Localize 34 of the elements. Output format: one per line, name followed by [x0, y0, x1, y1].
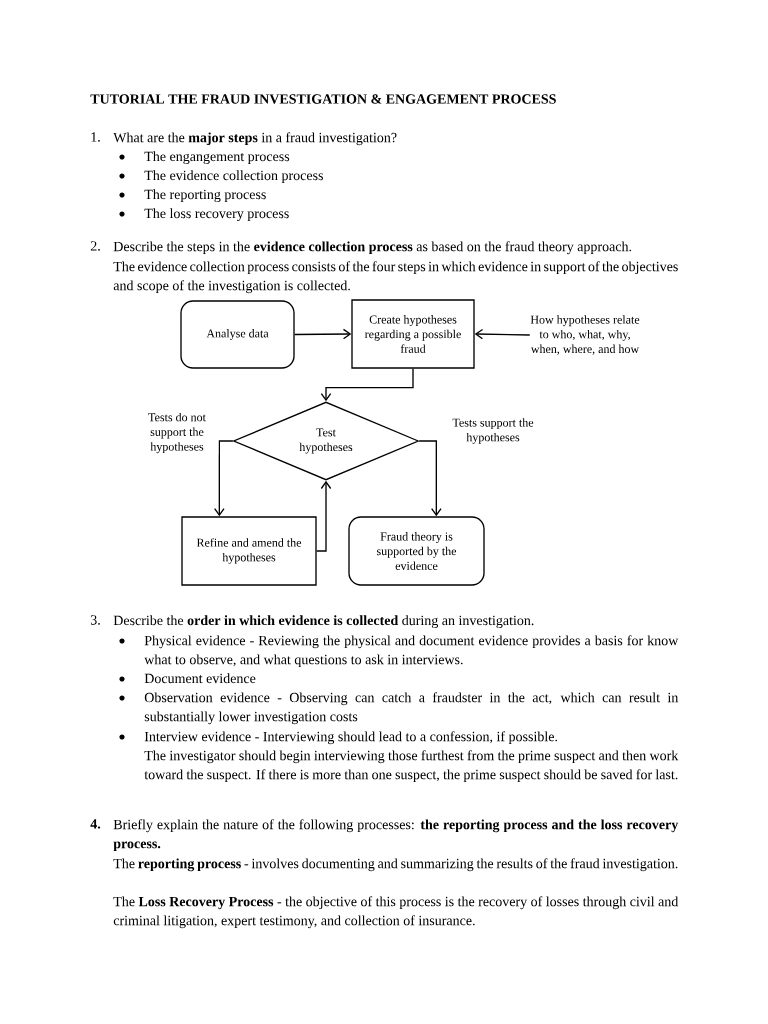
arrow [316, 480, 332, 552]
item-number: 4. [90, 819, 101, 829]
paragraph: Briefly explain the nature of the following processes: the reporting process and the loss recovery process. [113, 819, 679, 852]
paragraph: The investigator should begin interviewing those furthest from the prime suspect and then work toward the suspect. If there is more than one suspect, the prime suspect should be saved for last. [144, 750, 679, 783]
arrow [474, 328, 531, 340]
item-number: 3. [90, 615, 100, 625]
paragraph: Physical evidence - Reviewing the physical and document evidence provides a basis for know what to observe, and what questions to ask in interviews. [144, 635, 679, 668]
process-box: Refine and amend the hypotheses [181, 516, 317, 586]
paragraph: The reporting process - involves documenting and summarizing the results of the fraud investigation. [113, 858, 678, 872]
edge-label: Tests support the hypotheses [444, 416, 542, 446]
item-number: 1. [91, 132, 100, 142]
arrow [320, 368, 414, 402]
paragraph: Describe the steps in the evidence collection process as based on the fraud theory approach. [113, 241, 632, 255]
paragraph: Interview evidence - Interviewing should lead to a confession, if possible. [144, 731, 558, 745]
item-number: 2. [90, 241, 100, 251]
process-box: Create hypotheses regarding a possible fraud [351, 299, 475, 369]
arrow [418, 440, 442, 517]
process-box: Analyse data [180, 300, 295, 369]
edge-label: Tests do not support the hypotheses [135, 411, 219, 455]
paragraph: Document evidence [144, 673, 256, 684]
paragraph: The loss recovery process [144, 208, 289, 221]
paragraph: The evidence collection process [144, 170, 323, 183]
arrow [294, 328, 352, 340]
paragraph: The engangement process [144, 151, 290, 164]
paragraph: Observation evidence - Observing can catch a fraudster in the act, which can result in substantially lower investigation costs [144, 692, 679, 725]
paragraph: The reporting process [144, 189, 266, 202]
paragraph: Describe the order in which evidence is collected during an investigation. [113, 615, 534, 628]
process-box: Fraud theory is supported by the evidence [348, 516, 485, 586]
arrow [214, 440, 234, 517]
paragraph: The evidence collection process consists of the four steps in which evidence in support of the objectives and scope of the investigation is collected. [113, 261, 678, 294]
paragraph: What are the major steps in a fraud investigation? [113, 132, 397, 146]
paragraph: The Loss Recovery Process - the objective of this process is the recovery of losses through civil and criminal litigation, expert testimony, and collection of insurance. [113, 896, 679, 929]
note-text: How hypotheses relate to who, what, why, when, where, and how [530, 315, 640, 355]
heading: TUTORIAL THE FRAUD INVESTIGATION & ENGAGEMENT PROCESS [90, 94, 556, 104]
